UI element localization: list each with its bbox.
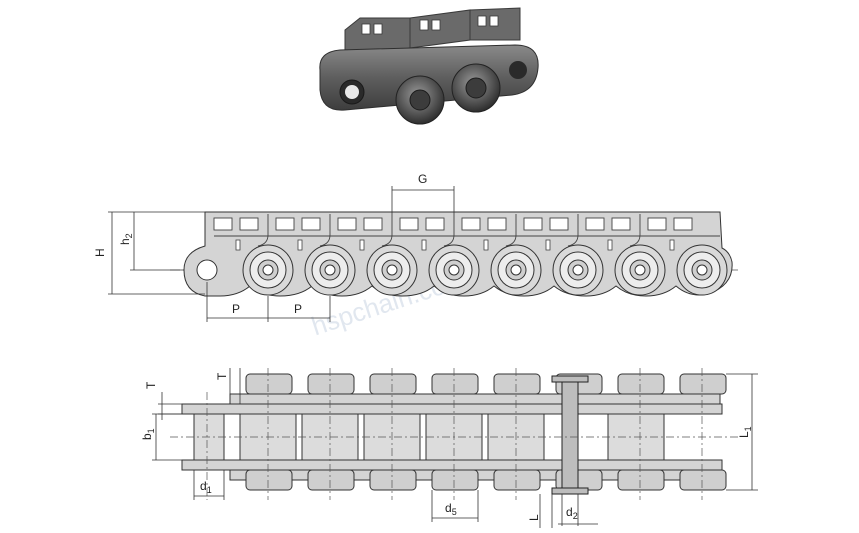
dim-G: G [418, 172, 427, 186]
dim-T-top: T [215, 372, 229, 380]
connecting-pin [551, 375, 589, 495]
dim-H: H [93, 248, 107, 257]
dim-d5: d5 [445, 501, 457, 517]
dim-T-left: T [144, 381, 158, 389]
dim-d1: d1 [200, 479, 212, 495]
end-pin-hole [196, 259, 218, 281]
dim-L: L [527, 514, 541, 521]
dim-P-left: P [232, 302, 240, 316]
dim-P-right: P [294, 302, 302, 316]
top-view: T T b1 d1 d5 [140, 368, 758, 528]
side-rollers [242, 244, 728, 296]
dim-d2: d2 [566, 505, 578, 521]
side-view: G H h2 P P [93, 172, 738, 322]
plate-hole-right [509, 61, 527, 79]
dim-h2: h2 [118, 233, 134, 245]
dim-b1: b1 [140, 428, 156, 440]
product-photo [319, 7, 539, 125]
dim-L1: L1 [737, 426, 753, 438]
top-rollers [245, 373, 727, 491]
